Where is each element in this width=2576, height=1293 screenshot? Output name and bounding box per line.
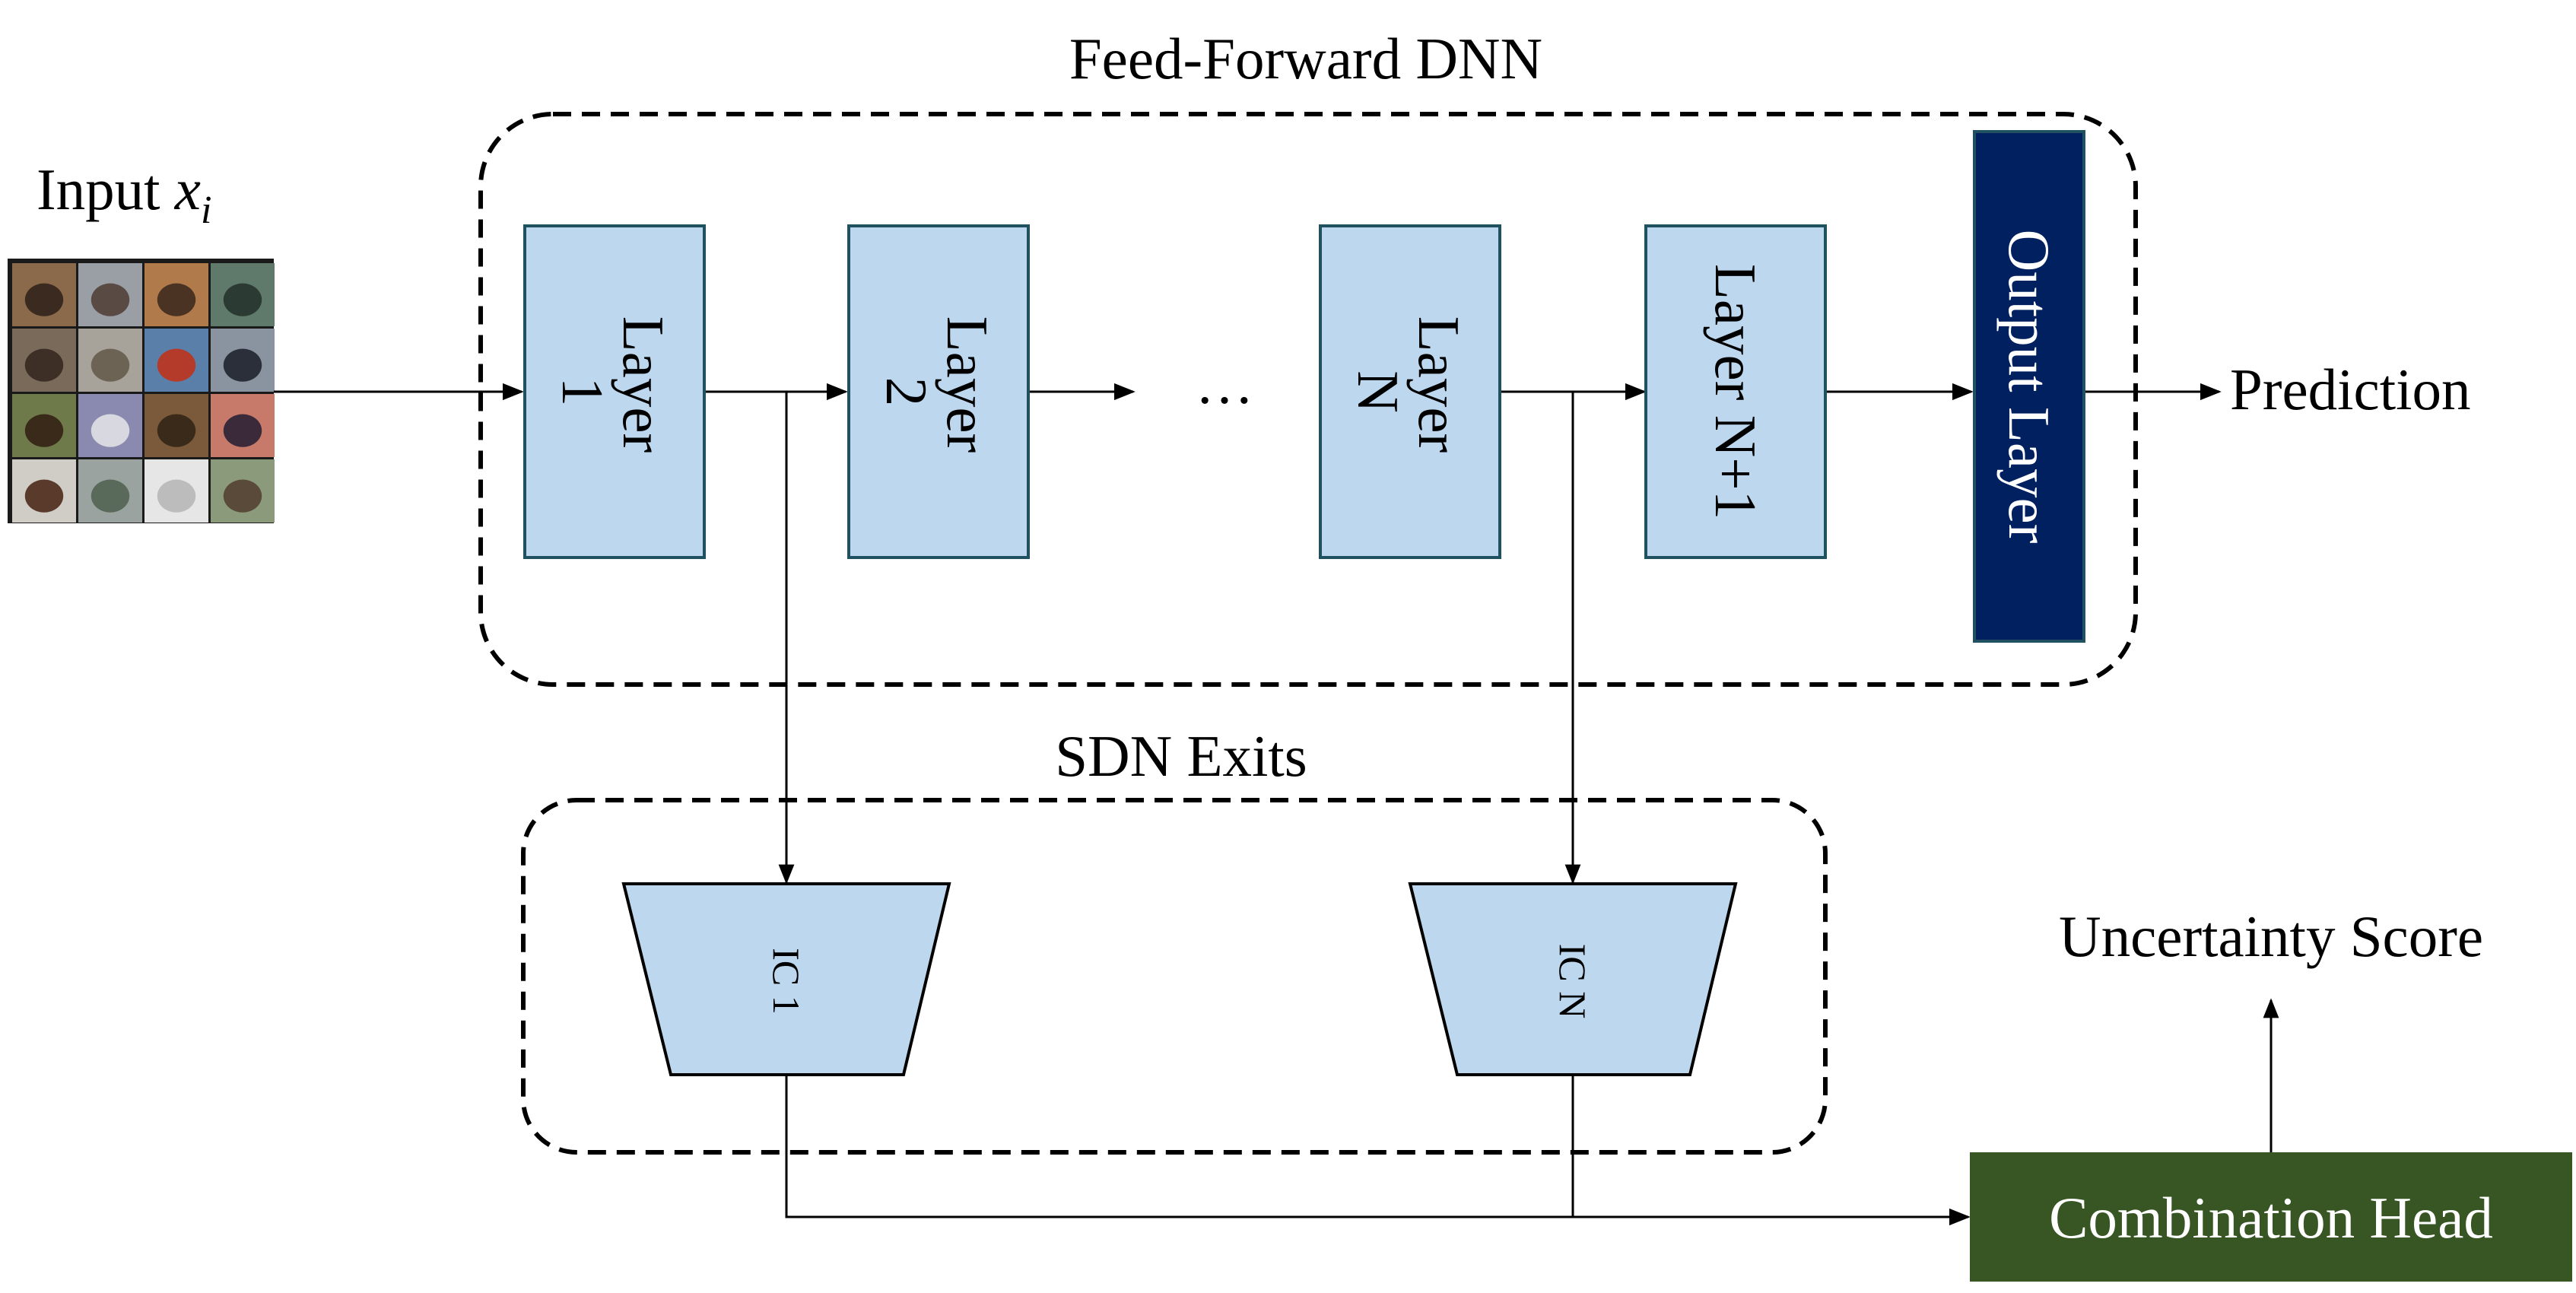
- uncertainty-score-label: Uncertainty Score: [2059, 904, 2483, 969]
- svg-text:Layer 1: Layer 1: [550, 316, 676, 468]
- thumbnail-subject: [223, 479, 262, 513]
- layer-1-block: Layer 1: [523, 224, 706, 559]
- svg-text:Layer 2: Layer 2: [874, 316, 1000, 468]
- thumbnail-subject: [91, 414, 130, 447]
- feed-forward-title: Feed-Forward DNN: [1069, 26, 1542, 91]
- thumbnail-subject: [157, 348, 196, 382]
- layer-n-label: Layer: [1406, 316, 1472, 453]
- ic-n-exit: IC N: [1408, 882, 1738, 1076]
- output-layer-label: Output Layer: [1996, 230, 2062, 544]
- thumbnail-subject: [223, 414, 262, 447]
- layer-n-block: Layer N: [1319, 224, 1501, 559]
- thumbnail-subject: [157, 283, 196, 316]
- layer-n1-label: Layer N+1: [1703, 264, 1768, 519]
- ic-n-label: IC N: [1552, 944, 1594, 1019]
- ic1-to-head-line: [785, 1075, 1971, 1226]
- prediction-label: Prediction: [2230, 357, 2471, 422]
- layer-n-number: N: [1345, 370, 1411, 413]
- input-image-grid: [8, 259, 275, 523]
- sdn-exits-group: [521, 798, 1828, 1155]
- input-label: Input xi: [37, 157, 211, 232]
- layer-2-block: Layer 2: [847, 224, 1030, 559]
- svg-text:Layer N: Layer N: [1345, 316, 1472, 468]
- thumbnail-subject: [24, 479, 64, 513]
- thumbnail-subject: [157, 414, 196, 447]
- thumbnail-subject: [24, 283, 64, 316]
- thumbnail-subject: [91, 283, 130, 316]
- thumbnail-subject: [91, 479, 130, 513]
- thumbnail-subject: [157, 479, 196, 513]
- ellipsis: …: [1196, 351, 1254, 416]
- ic-1-label: IC 1: [765, 948, 808, 1015]
- feed-forward-group: [478, 112, 2138, 687]
- layer-1-label: Layer: [611, 316, 676, 453]
- combination-head-label: Combination Head: [2049, 1185, 2493, 1250]
- thumbnail-subject: [223, 348, 262, 382]
- combination-head-block: Combination Head: [1970, 1152, 2572, 1282]
- thumbnail-subject: [24, 348, 64, 382]
- layer-n1-block: Layer N+1: [1644, 224, 1827, 559]
- sdn-exits-title: SDN Exits: [1055, 723, 1307, 789]
- svg-text:Layer N+1: Layer N+1: [1703, 264, 1768, 519]
- layer-1-number: 1: [550, 377, 615, 407]
- ic-1-exit: IC 1: [621, 882, 951, 1076]
- thumbnail-subject: [91, 348, 130, 382]
- thumbnail-subject: [223, 283, 262, 316]
- layer-2-label: Layer: [935, 316, 1000, 453]
- output-layer-block: Output Layer: [1973, 130, 2085, 643]
- thumbnail-subject: [24, 414, 64, 447]
- layer-2-number: 2: [874, 377, 939, 407]
